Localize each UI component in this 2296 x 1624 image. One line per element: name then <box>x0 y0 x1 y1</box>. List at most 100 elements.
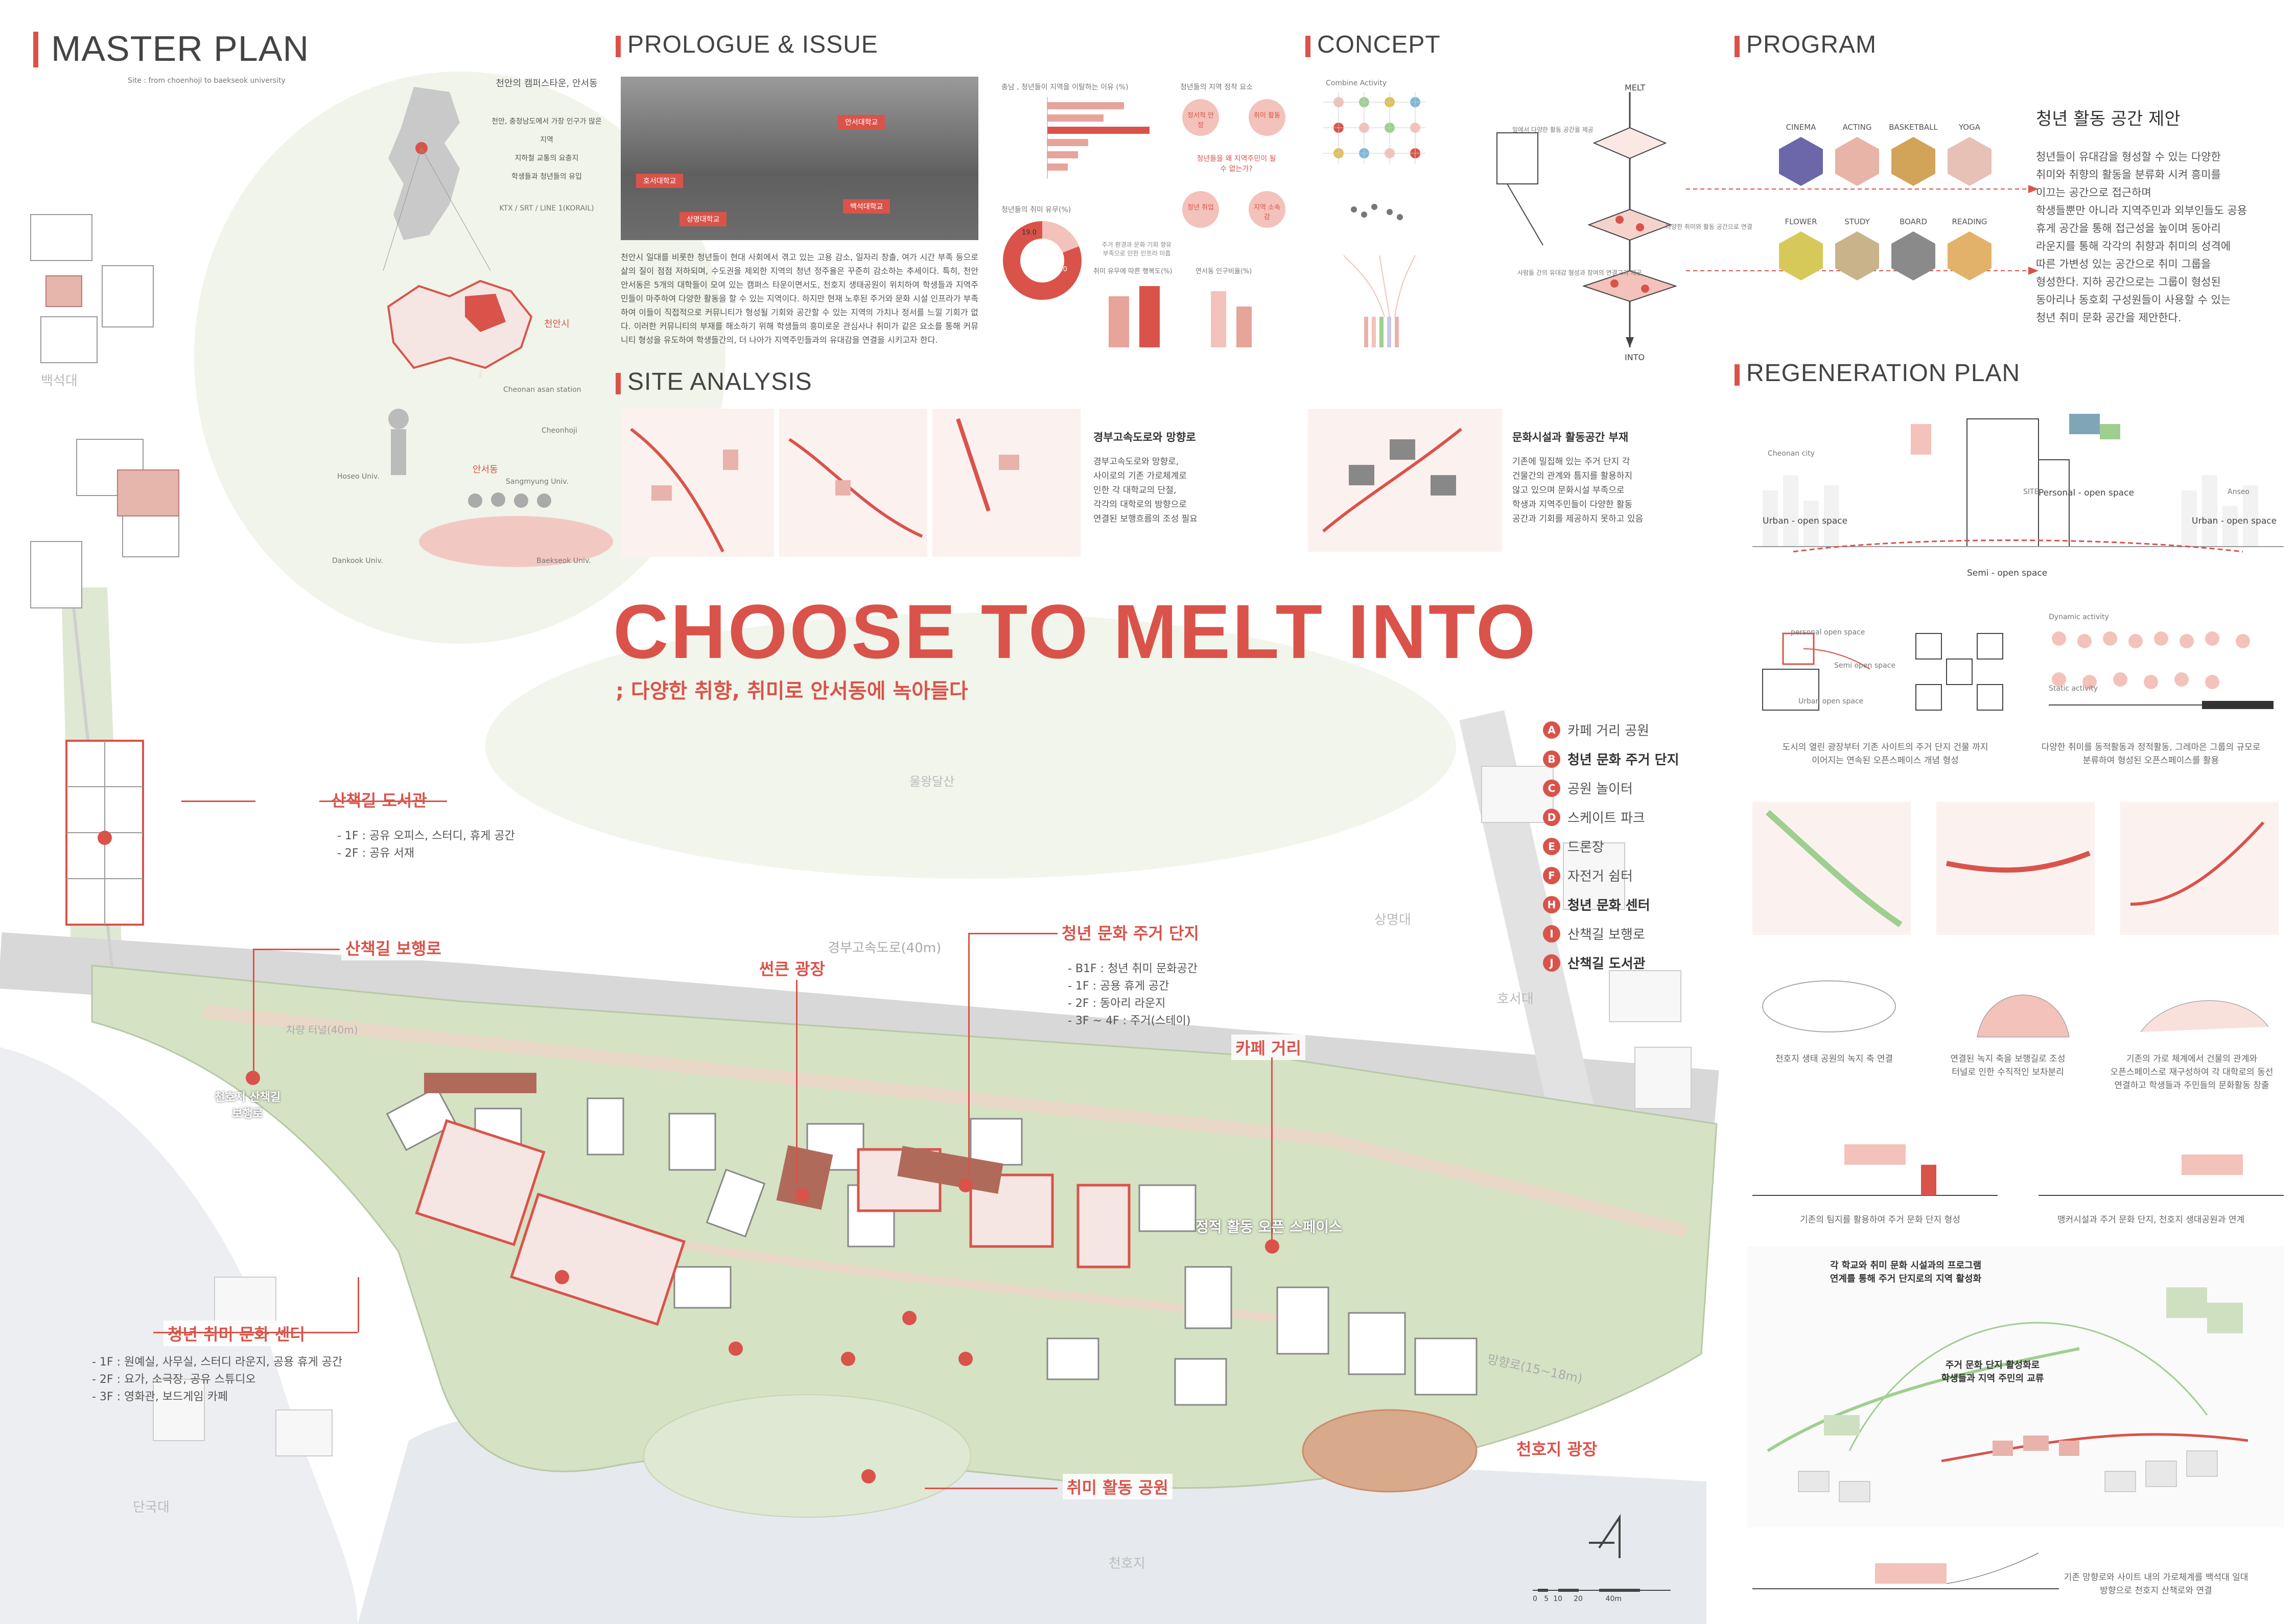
melt-into-diagram <box>1496 92 1678 347</box>
place-label: 울왕달산 <box>909 774 955 789</box>
location-item: 지하철 교통의 요충지 <box>514 154 579 162</box>
scale-label: 0 5 10 20 40m <box>1533 1595 1622 1603</box>
callout-line <box>796 980 798 1184</box>
road-label: 경부고속도로(40m) <box>828 940 942 956</box>
legend-label: 산책길 도서관 <box>1567 956 1646 972</box>
legend-letter: I <box>1543 925 1560 943</box>
analysis-panel-title: 경부고속도로와 망향로 <box>1093 431 1196 443</box>
legend-label: 청년 문화 주거 단지 <box>1567 752 1679 768</box>
legend-item: H 청년 문화 센터 <box>1543 895 1650 914</box>
program-label: BASKETBALL <box>1889 123 1938 132</box>
callout-line <box>358 1277 359 1332</box>
combine-activity-diagram <box>1323 92 1425 347</box>
program-heading: 청년 활동 공간 제안 <box>2036 109 2181 129</box>
city-label: 천안시 <box>544 319 570 329</box>
section-label: Urban - open space <box>2192 516 2277 526</box>
legend-letter: J <box>1543 954 1560 972</box>
legend-letter: C <box>1543 779 1560 797</box>
legend-letter: B <box>1543 750 1560 768</box>
callout-line <box>968 933 1058 934</box>
section-label: Semi - open space <box>1967 568 2048 578</box>
walkway-map-label: 천호지 산책길 보행로 <box>215 1091 281 1120</box>
open-space-diagram <box>1762 631 2274 711</box>
program-label: FLOWER <box>1785 217 1817 226</box>
center-detail: - 1F : 원예실, 사무실, 스터디 라운지, 공용 휴게 공간 - 2F … <box>92 1356 343 1403</box>
library-detail: - 1F : 공유 오피스, 스터디, 휴게 공간 - 2F : 공유 서재 <box>337 830 515 860</box>
headline-title: CHOOSE TO MELT INTO <box>613 589 1538 674</box>
regen-callout: 주거 문화 단지 활성화로 학생들과 지역 주민의 교류 <box>1941 1360 2044 1384</box>
prologue-title: PROLOGUE & ISSUE <box>627 31 878 58</box>
side-note: 주거 환경과 문화 기회 향유 부족으로 인한 인프라 미흡 <box>1102 241 1172 257</box>
bubble-label: 정서적 안정 <box>1187 112 1214 129</box>
site-analysis-accent <box>616 373 621 394</box>
program-title: PROGRAM <box>1746 31 1877 58</box>
regen-caption: 천호지 생태 공원의 녹지 축 연결 <box>1775 1054 1893 1064</box>
regeneration-title: REGENERATION PLAN <box>1746 360 2021 387</box>
prologue-accent <box>616 36 621 57</box>
regen-caption: 기존 망향로와 사이트 내의 가로체계를 백석대 일대 방향으로 천호지 산책로… <box>2064 1572 2248 1596</box>
program-label: BOARD <box>1900 217 1927 226</box>
concept-combine-label: Combine Activity <box>1326 79 1387 87</box>
photo-tag: 백석대학교 <box>843 199 891 214</box>
legend-label: 드론장 <box>1567 840 1604 855</box>
bubble-label: 지역 소속감 <box>1254 204 1280 221</box>
callout-cafe: 카페 거리 <box>1231 1034 1305 1060</box>
master-plan-subtitle: Site : from choenhoji to baekseok univer… <box>128 77 286 85</box>
concept-accent <box>1305 36 1310 57</box>
legend-item: B 청년 문화 주거 단지 <box>1543 749 1679 768</box>
program-accent <box>1735 36 1740 57</box>
program-label: READING <box>1952 217 1987 226</box>
regen-caption: 연결된 녹지 축을 보행길로 조성 터널로 인한 수직적인 보차분리 <box>1950 1054 2066 1077</box>
place-label: 호서대 <box>1497 992 1534 1007</box>
place-label: 단국대 <box>133 1500 170 1515</box>
callout-housing: 청년 문화 주거 단지 <box>1058 920 1203 945</box>
housing-detail: - B1F : 청년 취미 문화공간 - 1F : 공용 휴게 공간 - 2F … <box>1068 962 1198 1027</box>
concept-title: CONCEPT <box>1317 31 1441 58</box>
bar-chart-happiness <box>1109 286 1160 347</box>
cultural-facility-map <box>1308 409 1502 552</box>
diagram-label: Semi open space <box>1834 662 1895 670</box>
section-label: Cheonan city <box>1768 450 1815 458</box>
callout-hobby-park: 취미 활동 공원 <box>1063 1474 1173 1499</box>
legend-label: 자전거 쉼터 <box>1567 869 1633 884</box>
callout-line <box>181 801 255 802</box>
regional-axonometric <box>1747 1246 2284 1527</box>
legend-label: 청년 문화 센터 <box>1567 898 1650 913</box>
bar-chart-reasons <box>1047 97 1150 179</box>
bar-chart-population <box>1211 291 1252 347</box>
diagram-label: personal open space <box>1791 628 1865 637</box>
concept-note: 사람들 간의 유대감 형성과 참여의 연결고리 제공 <box>1517 269 1642 276</box>
callout-line <box>253 949 254 1076</box>
prologue-body: 천안시 일대를 비롯한 청년들이 현대 사회에서 겪고 있는 고용 감소, 일자… <box>621 252 978 345</box>
bubble-diagram <box>1182 99 1285 228</box>
callout-walkway: 산책길 보행로 <box>341 935 446 960</box>
regen-caption: 기존의 가로 체계에서 건물의 관계와 오픈스페이스로 재구성하여 각 대학로의… <box>2110 1054 2274 1091</box>
university-label: Sangmyung Univ. <box>506 478 569 486</box>
cheonan-region-map <box>387 279 533 378</box>
legend-letter: F <box>1543 866 1560 884</box>
section-label: Urban - open space <box>1763 516 1848 526</box>
callout-sunken: 썬큰 광장 <box>755 955 829 981</box>
transit-label: KTX / SRT / LINE 1(KORAIL) <box>499 204 594 213</box>
question-text: 청년들을 왜 지역주민이 될 수 없는가? <box>1197 155 1276 173</box>
diagram-label: Urban open space <box>1798 697 1864 705</box>
university-label: Baekseok Univ. <box>536 557 591 565</box>
photo-tag: 상명대학교 <box>680 212 727 226</box>
static-space-label: 정적 활동 오픈 스페이스 <box>1196 1218 1342 1235</box>
concept-note: 다양한 취미와 활동 공간으로 연결 <box>1666 223 1752 230</box>
chart-title: 청년들의 지역 정착 요소 <box>1180 83 1253 91</box>
section-label: Personal - open space <box>2039 488 2134 498</box>
legend-label: 스케이트 파크 <box>1567 811 1645 826</box>
concept-axis-bottom: INTO <box>1625 352 1645 362</box>
master-plan-title: MASTER PLAN <box>51 29 309 68</box>
university-label: Dankook Univ. <box>332 557 384 565</box>
legend-label: 산책길 보행로 <box>1567 927 1645 943</box>
legend-item: I 산책길 보행로 <box>1543 924 1645 943</box>
legend-letter: H <box>1543 896 1560 913</box>
legend-label: 카페 거리 공원 <box>1567 723 1650 739</box>
callout-line <box>968 933 970 1173</box>
bubble-label: 취미 활동 <box>1254 112 1280 120</box>
